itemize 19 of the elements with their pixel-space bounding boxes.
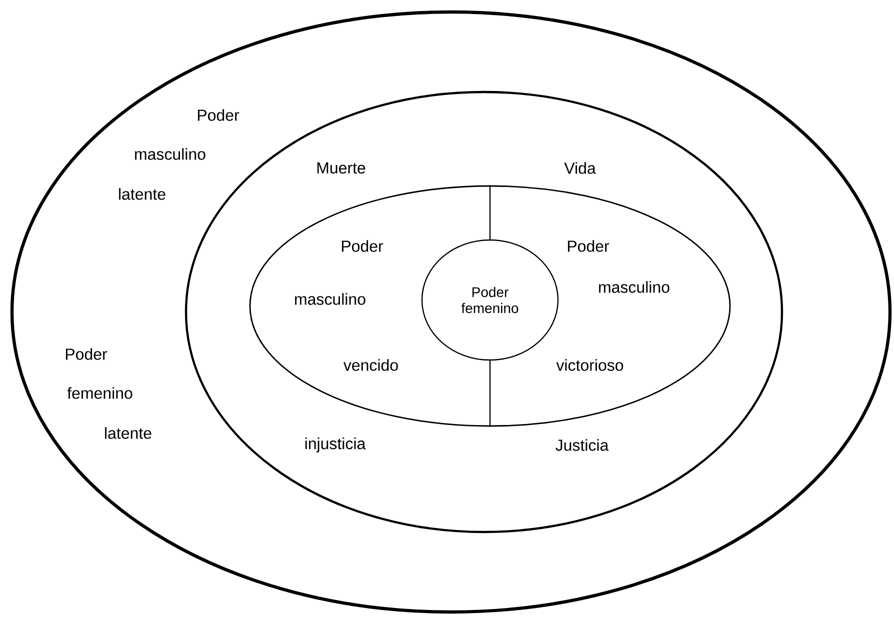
word-label: Poder [66, 348, 108, 360]
divider-line [489, 360, 491, 427]
word-label: femenino [67, 387, 132, 399]
word-label: injusticia [305, 438, 366, 452]
word-label: Poder [342, 240, 384, 252]
divider-line [489, 185, 491, 240]
word-label: masculino [295, 293, 366, 305]
word-label: masculino [135, 148, 206, 160]
circle-node: Poder femenino [421, 239, 559, 361]
word-label: vencido [344, 359, 398, 371]
word-label: Justicia [556, 439, 609, 451]
word-label: latente [105, 427, 152, 439]
word-label: latente [119, 188, 166, 200]
word-label: Poder [198, 109, 240, 121]
word-label: Muerte [317, 162, 366, 174]
word-label: victorioso [556, 359, 624, 371]
word-label: Poder [568, 240, 610, 252]
word-label: Vida [564, 162, 596, 174]
word-label: masculino [599, 281, 670, 293]
